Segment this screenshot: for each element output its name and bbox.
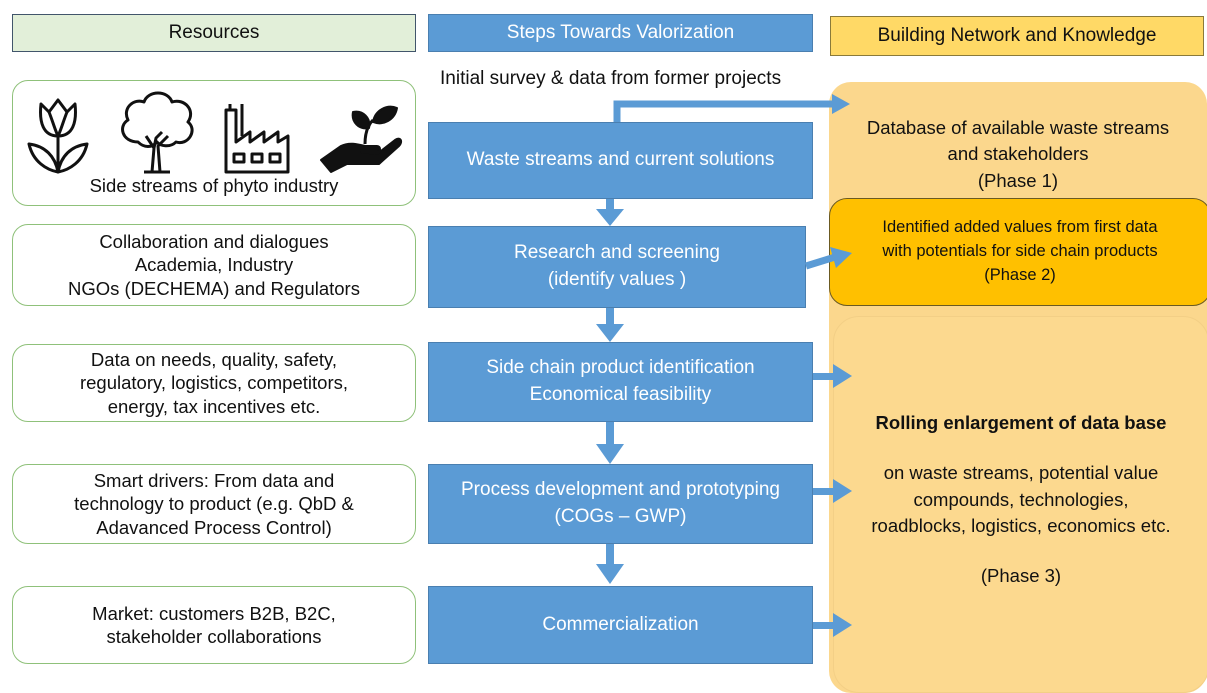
- right-arrowhead: [833, 613, 852, 637]
- phase3-title: Rolling enlargement of data base: [875, 412, 1167, 433]
- right-arrowhead: [830, 247, 852, 268]
- step-research: Research and screening (identify values …: [428, 226, 806, 308]
- phase1-text: Database of available waste streams and …: [838, 115, 1198, 194]
- step-text: Research and screening: [514, 242, 720, 264]
- header-network: Building Network and Knowledge: [830, 16, 1204, 56]
- step-text: Economical feasibility: [529, 384, 712, 405]
- step-text: Process development and prototyping: [461, 479, 780, 501]
- right-arrowhead: [833, 479, 852, 503]
- down-arrow-shaft: [606, 308, 614, 326]
- right-arrow-shaft: [813, 373, 835, 380]
- step-commercialization: Commercialization: [428, 586, 813, 664]
- resource-text: Side streams of phyto industry: [89, 174, 339, 196]
- step-text: Waste streams and current solutions: [466, 149, 775, 171]
- right-arrowhead: [833, 364, 852, 388]
- resource-text: Smart drivers: From data and: [93, 469, 335, 491]
- down-arrow-head: [596, 564, 624, 584]
- phase3-label: (Phase 3): [980, 565, 1062, 587]
- tree-icon: [120, 91, 194, 174]
- resource-box-data: Data on needs, quality, safety, regulato…: [12, 344, 416, 422]
- down-arrow-shaft: [606, 544, 614, 566]
- header-steps: Steps Towards Valorization: [428, 14, 813, 52]
- resource-box-market: Market: customers B2B, B2C, stakeholder …: [12, 586, 416, 664]
- resource-text: Collaboration and dialogues: [99, 230, 329, 252]
- phase1-line: Database of available waste streams: [866, 117, 1170, 138]
- resource-text: NGOs (DECHEMA) and Regulators: [68, 277, 360, 299]
- resource-text: Market: customers B2B, B2C,: [92, 602, 336, 624]
- down-arrow-head: [596, 209, 624, 226]
- step-text: (identify values ): [547, 269, 687, 290]
- initial-survey-note: Initial survey & data from former projec…: [440, 68, 782, 89]
- right-arrow-shaft: [813, 622, 835, 629]
- right-arrow: [804, 253, 837, 270]
- resource-icons: [13, 82, 415, 174]
- resource-text: Data on needs, quality, safety,: [90, 348, 338, 370]
- resource-text: energy, tax incentives etc.: [107, 395, 321, 417]
- phase2-label: (Phase 2): [984, 265, 1056, 284]
- step-waste-streams: Waste streams and current solutions: [428, 122, 813, 199]
- resource-text: Academia, Industry: [134, 254, 294, 276]
- factory-icon: [224, 103, 290, 174]
- resource-box-collaboration: Collaboration and dialogues Academia, In…: [12, 224, 416, 306]
- phase3-line: roadblocks, logistics, economics etc.: [871, 514, 1171, 536]
- phase3-line: on waste streams, potential value: [883, 462, 1159, 484]
- step-text: Commercialization: [542, 613, 699, 635]
- resource-box-smart-drivers: Smart drivers: From data and technology …: [12, 464, 416, 544]
- resource-text: stakeholder collaborations: [106, 626, 322, 647]
- phase1-line: and stakeholders: [947, 143, 1089, 165]
- phase2-box: Identified added values from first data …: [829, 198, 1207, 306]
- step-text: Side chain product identification: [486, 357, 755, 379]
- resource-text: regulatory, logistics, competitors,: [79, 372, 348, 394]
- hand-plant-icon: [319, 105, 402, 173]
- step-side-chain: Side chain product identification Econom…: [428, 342, 813, 422]
- phase2-line: Identified added values from first data: [882, 218, 1158, 237]
- down-arrow-shaft: [606, 199, 614, 211]
- down-arrow-head: [596, 324, 624, 342]
- resource-box-phyto: Side streams of phyto industry: [12, 80, 416, 206]
- phase1-label: (Phase 1): [977, 169, 1059, 191]
- resource-text: technology to product (e.g. QbD &: [74, 493, 354, 515]
- down-arrow-head: [596, 444, 624, 464]
- resource-text: Adavanced Process Control): [96, 516, 332, 538]
- survey-arrow: [613, 100, 832, 122]
- step-process-development: Process development and prototyping (COG…: [428, 464, 813, 544]
- survey-arrowhead: [832, 94, 850, 114]
- header-resources: Resources: [12, 14, 416, 52]
- phase3-text: Rolling enlargement of data base on wast…: [838, 410, 1204, 589]
- down-arrow-shaft: [606, 422, 614, 444]
- tulip-icon: [27, 98, 89, 174]
- right-arrow-shaft: [813, 488, 835, 495]
- phase2-line: with potentials for side chain products: [882, 242, 1158, 261]
- phase3-line: compounds, technologies,: [913, 488, 1129, 510]
- step-text: (COGs – GWP): [554, 506, 687, 527]
